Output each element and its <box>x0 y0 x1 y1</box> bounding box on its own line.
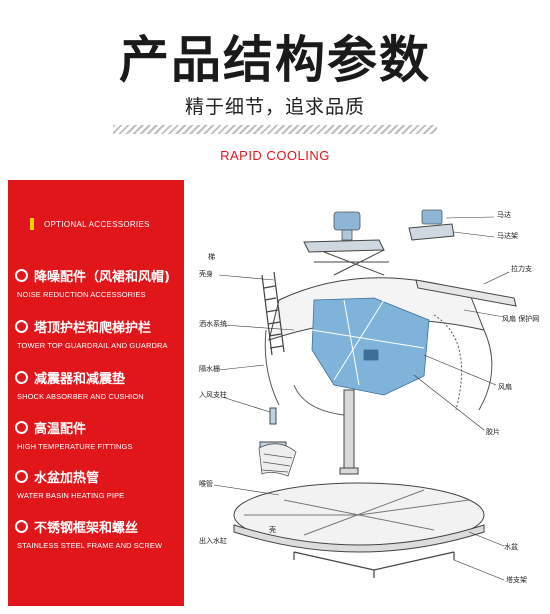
label-eliminator: 隔水栅 <box>199 364 220 373</box>
label-fan-guard: 风扇 保护网 <box>502 314 539 323</box>
motor-part <box>333 209 443 241</box>
ring-bullet-icon <box>15 470 28 483</box>
label-fill: 胶片 <box>486 427 500 436</box>
accessory-name-en: STAINLESS STEEL FRAME AND SCREW <box>17 541 163 550</box>
accessory-item: 水盆加热管 WATER BASIN HEATING PIPE <box>15 467 185 500</box>
accessories-heading: OPTIONAL ACCESSORIES <box>30 217 150 231</box>
ring-bullet-icon <box>15 269 28 282</box>
ring-bullet-icon <box>15 320 28 333</box>
accessory-name-en: TOWER TOP GUARDRAIL AND GUARDRA <box>17 341 168 350</box>
label-shell: 壳身 <box>199 269 213 278</box>
accessories-heading-text: OPTIONAL ACCESSORIES <box>44 219 150 229</box>
leader-lines <box>213 216 510 581</box>
label-shell-short: 壳 <box>269 525 276 534</box>
tagline: RAPID COOLING <box>220 148 330 163</box>
label-motor-frame: 马达架 <box>497 231 518 240</box>
ring-bullet-icon <box>15 520 28 533</box>
basin-part <box>233 482 485 553</box>
label-ladder: 梯 <box>208 252 215 261</box>
page-title: 产品结构参数 <box>119 31 431 89</box>
inlet-louver-part <box>258 443 297 477</box>
accessory-name-en: WATER BASIN HEATING PIPE <box>17 491 125 500</box>
ladder-part <box>261 271 285 356</box>
accessory-name-cn: 不锈钢框架和螺丝 <box>34 521 139 536</box>
exploded-diagram: 马达 马达架 拉力支 风扇 保护网 风扇 胶片 水盆 塔支架 梯 壳身 洒水系统… <box>184 180 542 606</box>
central-pipe-part <box>339 389 359 475</box>
page-header: 产品结构参数 精于细节，追求品质 RAPID COOLING <box>0 0 550 178</box>
label-nozzle-pipe: 喉管 <box>199 479 213 488</box>
cooling-tower-diagram: 马达 马达架 拉力支 风扇 保护网 风扇 胶片 水盆 塔支架 梯 壳身 洒水系统… <box>199 209 539 584</box>
accessories-panel: OPTIONAL ACCESSORIES 降噪配件（风裙和风帽) NOISE R… <box>8 180 184 606</box>
decorative-stripe <box>113 125 437 134</box>
ring-bullet-icon <box>15 371 28 384</box>
motor-frame-part <box>303 223 455 276</box>
heading-bar-icon <box>30 218 34 230</box>
accessory-item: 减震器和减震垫 SHOCK ABSORBER AND CUSHION <box>15 368 185 401</box>
accessory-item: 不锈钢框架和螺丝 STAINLESS STEEL FRAME AND SCREW <box>15 517 185 550</box>
accessory-item: 降噪配件（风裙和风帽) NOISE REDUCTION ACCESSORIES <box>15 266 185 299</box>
accessory-name-cn: 塔顶护栏和爬梯护栏 <box>34 321 152 336</box>
fan-blades-part <box>311 297 430 396</box>
label-fan: 风扇 <box>498 382 512 391</box>
label-basin: 水盆 <box>504 542 518 551</box>
accessory-name-cn: 水盆加热管 <box>34 471 100 486</box>
support-frame-part <box>293 551 455 578</box>
accessory-name-cn: 降噪配件（风裙和风帽) <box>34 270 170 285</box>
label-inlet-post: 入风支柱 <box>199 390 227 399</box>
page-subtitle: 精于细节，追求品质 <box>184 96 365 118</box>
accessory-name-en: SHOCK ABSORBER AND CUSHION <box>17 392 144 401</box>
accessory-name-en: HIGH TEMPERATURE FITTINGS <box>17 442 133 451</box>
accessory-name-cn: 减震器和减震垫 <box>34 372 126 387</box>
accessory-name-cn: 高温配件 <box>34 422 87 437</box>
label-inlet-outlet: 出入水缸 <box>199 536 227 545</box>
accessory-item: 高温配件 HIGH TEMPERATURE FITTINGS <box>15 418 185 451</box>
ring-bullet-icon <box>15 421 28 434</box>
label-sprinkler: 洒水系统 <box>199 319 227 328</box>
structure-panel: OPTIONAL ACCESSORIES 降噪配件（风裙和风帽) NOISE R… <box>8 180 542 606</box>
label-tension-bracket: 拉力支 <box>511 264 532 273</box>
label-tower-frame: 塔支架 <box>506 575 527 584</box>
accessory-name-en: NOISE REDUCTION ACCESSORIES <box>17 290 146 299</box>
accessory-item: 塔顶护栏和爬梯护栏 TOWER TOP GUARDRAIL AND GUARDR… <box>15 317 185 350</box>
label-motor: 马达 <box>497 210 511 219</box>
body-shell-part <box>264 314 493 416</box>
